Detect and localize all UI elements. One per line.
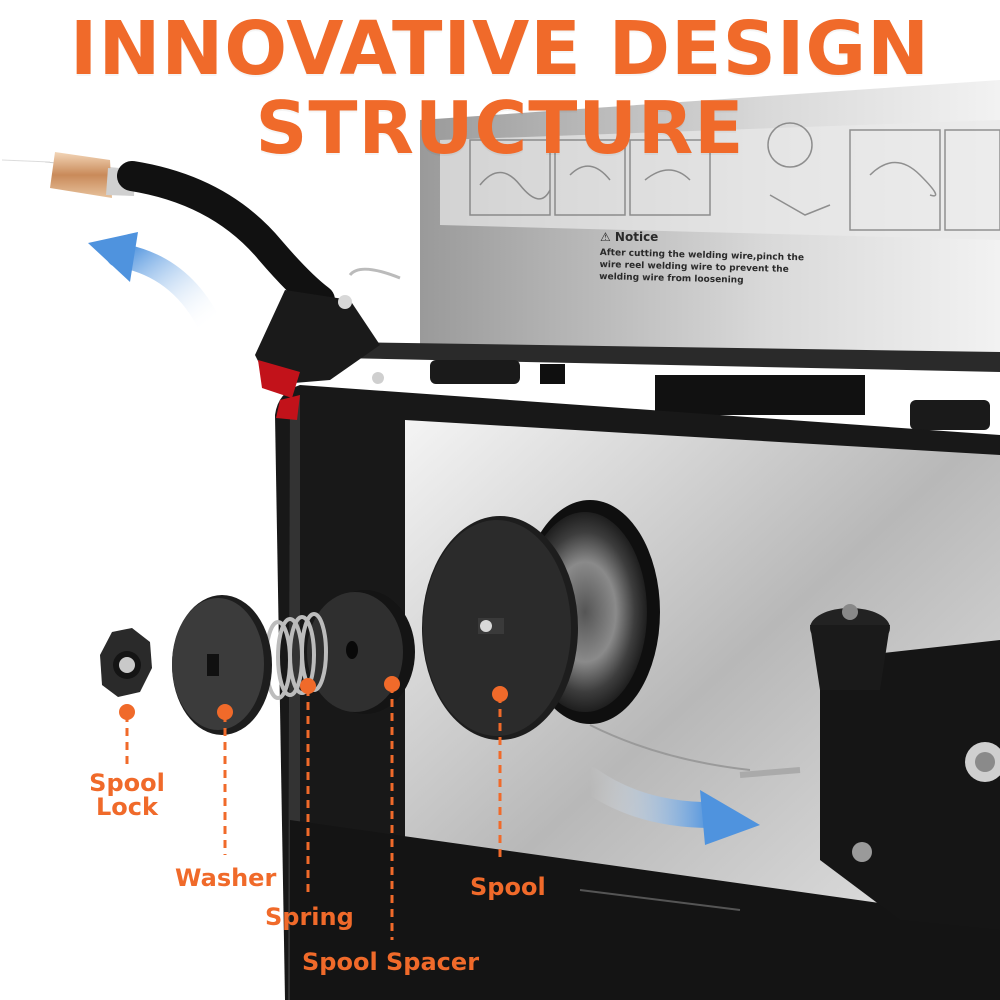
notice-title: ⚠ Notice [600, 230, 659, 244]
label-washer: Washer [175, 864, 277, 892]
hinge-strip [340, 342, 1000, 430]
label-spool-spacer: Spool Spacer [302, 948, 480, 976]
label-spring: Spring [265, 903, 354, 931]
label-spool-lock-line1: Spool [89, 769, 165, 797]
curved-arrow-up-icon [88, 232, 222, 337]
callout-leaders [125, 685, 502, 940]
wire-feeder [739, 604, 1000, 930]
callout-dots [119, 676, 508, 720]
curved-arrow-right-icon [577, 767, 760, 845]
headline-line-1: INNOVATIVE DESIGN [69, 6, 931, 92]
washer-part [172, 595, 272, 735]
label-spool-lock-line2: Lock [96, 793, 158, 821]
wire-spool [422, 500, 660, 740]
label-spool-lock: Spool Lock [88, 771, 166, 819]
headline-line-2: STRUCTURE [255, 86, 745, 170]
welding-wire [589, 724, 751, 771]
top-lid [420, 80, 1000, 360]
notice-panel: ⚠ Notice After cutting the welding wire,… [599, 230, 820, 286]
notice-body: After cutting the welding wire,pinch the… [599, 247, 805, 286]
label-spool: Spool [470, 873, 546, 901]
mig-torch [1, 152, 401, 398]
spool-spacer-part [307, 590, 415, 714]
spool-lock-part [100, 628, 152, 697]
